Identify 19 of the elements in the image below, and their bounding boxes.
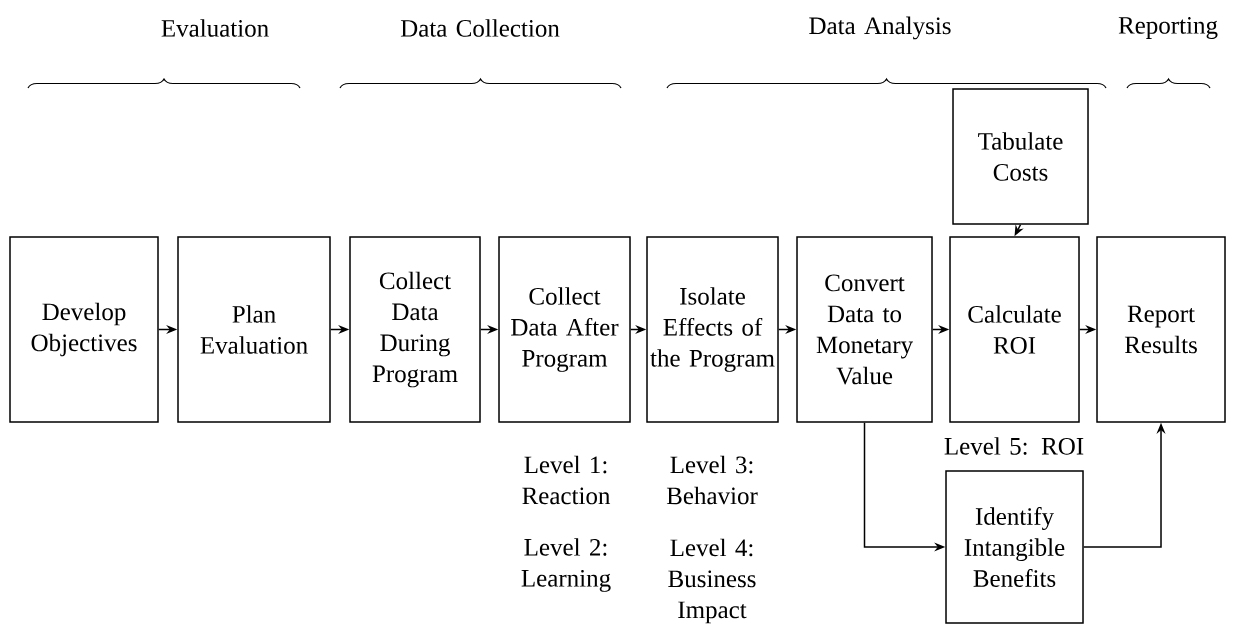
label: Evaluation: [161, 19, 269, 37]
process-box: Plan Evaluation: [177, 236, 331, 423]
process-box: Report Results: [1096, 236, 1226, 423]
process-box: Develop Objectives: [9, 236, 159, 423]
label: Level 3: Behavior: [666, 455, 758, 505]
label: Level 4: Business Impact: [668, 538, 756, 624]
process-box: Tabulate Costs: [952, 88, 1089, 225]
process-box: Convert Data to Monetary Value: [796, 236, 933, 423]
process-box: Isolate Effects of the Program: [646, 236, 779, 423]
label: Level 1: Reaction: [522, 455, 611, 505]
label: Data Collection: [400, 19, 560, 37]
process-box: Collect Data After Program: [498, 236, 631, 423]
process-box: Collect Data During Program: [349, 236, 481, 423]
label: Data Analysis: [809, 16, 951, 40]
label: Level 5: ROI: [944, 437, 1084, 455]
label: Level 2: Learning: [521, 538, 611, 592]
process-box: Identify Intangible Benefits: [945, 470, 1084, 624]
label: Reporting: [1118, 17, 1218, 39]
process-box: Calculate ROI: [949, 236, 1080, 423]
